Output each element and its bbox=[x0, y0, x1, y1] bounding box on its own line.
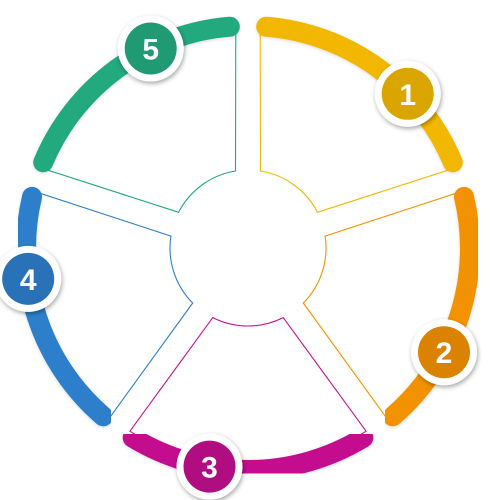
segment-arc-4 bbox=[16, 186, 114, 427]
number-badge-4: 4 bbox=[0, 245, 62, 312]
segment-arcs bbox=[16, 16, 480, 480]
badge-disc bbox=[183, 440, 236, 493]
segment-arc-3 bbox=[122, 427, 374, 480]
number-badges: 1 2 3 4 5 bbox=[0, 15, 477, 500]
number-badge-3: 3 bbox=[176, 433, 243, 500]
segment-outline-4 bbox=[29, 191, 194, 418]
number-badge-5: 5 bbox=[117, 15, 184, 82]
badge-number: 4 bbox=[20, 264, 37, 297]
badge-disc bbox=[2, 252, 55, 305]
number-badge-1: 1 bbox=[374, 60, 441, 127]
segment-arc-1 bbox=[256, 16, 463, 173]
badge-number: 3 bbox=[201, 452, 218, 485]
number-badge-2: 2 bbox=[411, 319, 477, 386]
segment-arc-5 bbox=[33, 16, 240, 173]
badge-number: 2 bbox=[436, 337, 453, 370]
badge-number: 1 bbox=[399, 79, 416, 112]
badge-number: 5 bbox=[142, 34, 159, 67]
badge-disc bbox=[418, 326, 470, 379]
badge-disc bbox=[381, 67, 434, 120]
segment-arc-2 bbox=[382, 186, 480, 427]
badge-disc bbox=[124, 22, 177, 75]
